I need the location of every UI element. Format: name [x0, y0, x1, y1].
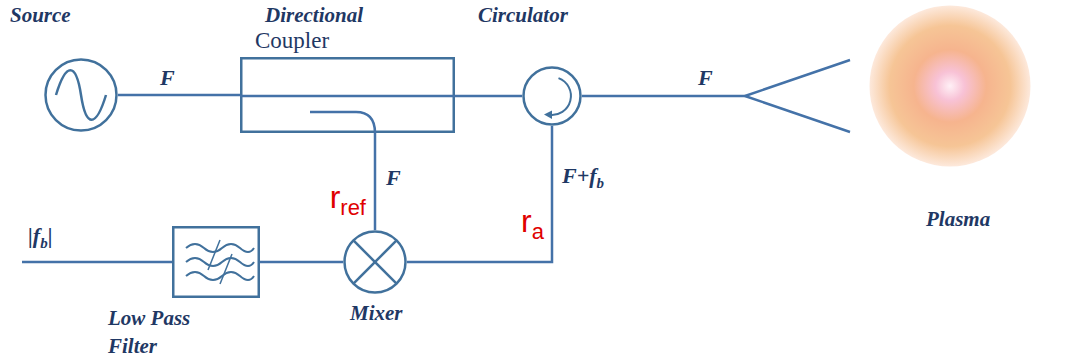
source-outline: [44, 58, 118, 132]
circulator: Circulator: [522, 66, 582, 126]
source-label: Source: [10, 2, 71, 28]
coupler-outline: [240, 57, 455, 133]
subscript: b: [597, 175, 605, 191]
circulator-outline: [522, 66, 582, 126]
plasma-label: Plasma: [926, 206, 990, 232]
signal-label: F: [160, 66, 175, 90]
signal-label: F: [386, 166, 401, 190]
source-oscillator: Source: [44, 58, 118, 132]
low-pass-filter: Low Pass Filter: [172, 226, 260, 298]
signal-wire: [374, 133, 377, 230]
filter-label: Low Pass Filter: [108, 304, 220, 361]
reference-signal-name: rref: [330, 180, 366, 220]
signal-text: F: [386, 165, 401, 190]
signal-wire: [455, 95, 522, 98]
mixer-label: Mixer: [350, 300, 403, 326]
antenna-feed-wire: [582, 95, 745, 98]
antenna-signal-name: ra: [521, 204, 544, 244]
subscript: ref: [340, 195, 366, 220]
subscript: b: [40, 235, 48, 251]
plasma-outline: [868, 4, 1032, 168]
signal-text: F+f: [562, 163, 597, 188]
signal-label: F+fb: [562, 164, 604, 192]
beat-frequency-label: |fb|: [28, 224, 53, 252]
mixer: Mixer: [343, 230, 407, 294]
signal-wire: [407, 126, 552, 262]
subscript: a: [532, 219, 544, 244]
signal-text: r: [330, 179, 341, 215]
signal-text: F: [160, 65, 175, 90]
plasma: Plasma: [868, 4, 1032, 168]
mixer-outline: [343, 230, 407, 294]
filter-outline: [172, 226, 260, 298]
signal-text: F: [698, 65, 713, 90]
signal-text: |: [48, 223, 53, 248]
directional-coupler: DirectionalCoupler: [240, 57, 455, 133]
signal-wire: [260, 261, 343, 264]
signal-wire: [118, 94, 240, 97]
signal-text: |f: [28, 223, 40, 248]
coupler-title: Directional: [265, 2, 363, 28]
signal-label: F: [698, 66, 713, 90]
circulator-label: Circulator: [478, 2, 568, 28]
horn-antenna: [745, 96, 850, 132]
signal-text: r: [521, 203, 532, 239]
coupler-label: Coupler: [255, 27, 329, 56]
output-wire: [22, 261, 172, 264]
horn-antenna: [745, 60, 850, 96]
